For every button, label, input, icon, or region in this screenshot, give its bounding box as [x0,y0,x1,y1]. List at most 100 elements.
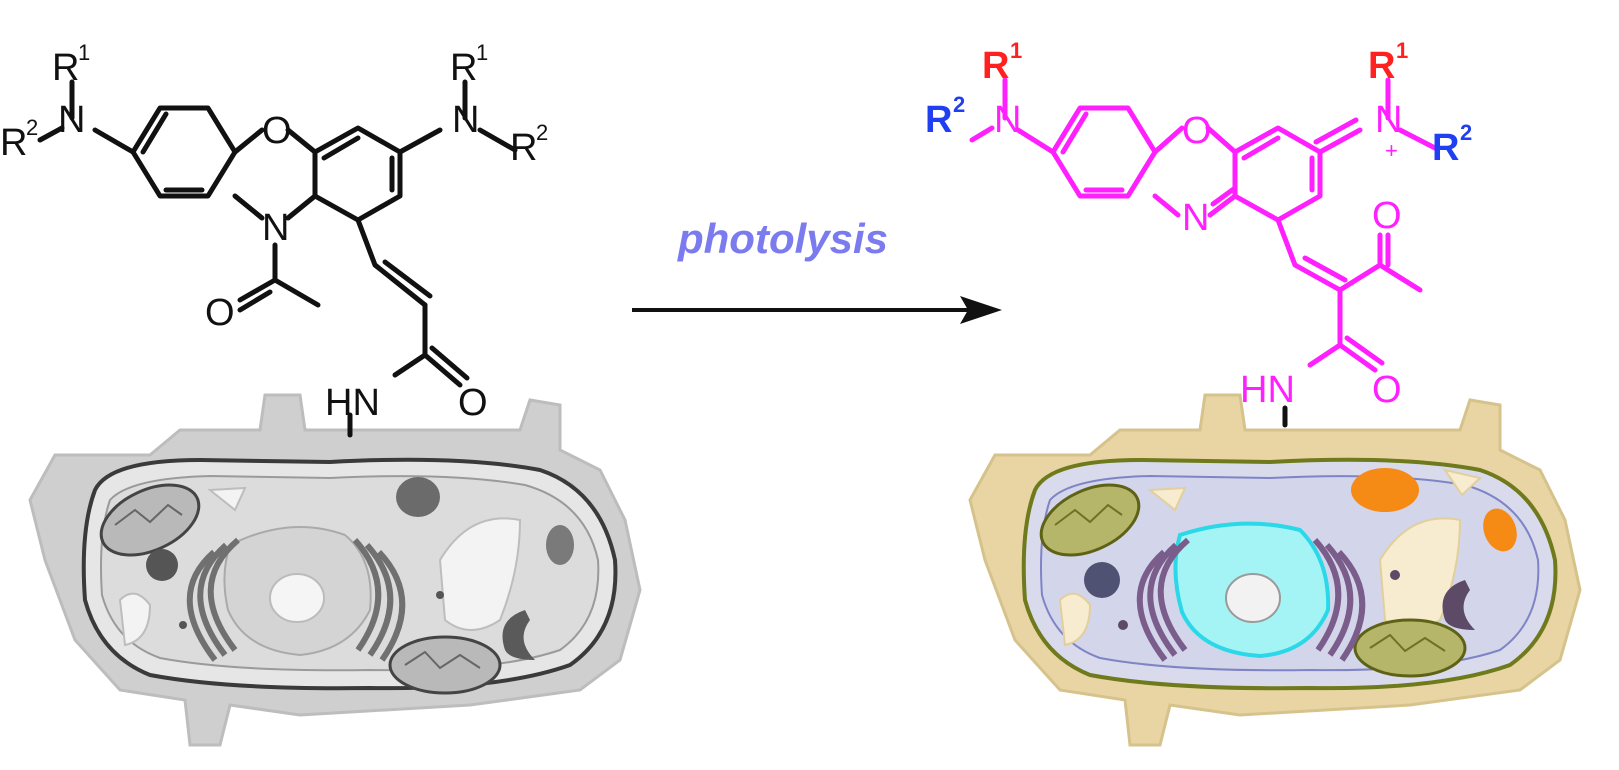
product-vinyl-1 [1275,217,1343,293]
reactant-left-ring [130,105,238,199]
left-vesicle [546,525,574,565]
reactant-left-amine-bond [92,127,136,155]
left-vacuole [438,517,522,631]
right-chloroplast-top-thylakoid [1054,503,1123,526]
product-ketone-oxygen: O [1372,195,1402,237]
product-amide-bond [1307,287,1343,368]
reactant-vinyl-1 [355,217,428,308]
product-right-n: N [1375,99,1402,141]
product-central-double [1210,185,1238,207]
right-cell [968,393,1582,747]
right-nucleolus [1225,573,1281,623]
reactant-left-r1: R [52,47,79,89]
reactant-right-r2-bond [477,127,518,153]
reaction-arrow: photolysis [632,215,1002,324]
reactant-right-r2: R [510,127,537,169]
right-mitochondrion-orange-large [1351,468,1419,512]
reactant-left-r2: R [0,122,27,164]
reactant-vinyl-double [382,259,433,299]
reactant-left-r2-bond [37,125,65,143]
product-left-ring [1050,105,1158,199]
product-ring-oxygen: O [1182,110,1212,152]
left-golgi-left [186,537,240,662]
right-granule-1 [1118,620,1128,630]
reactant-right-r1: R [450,47,477,89]
reactant-right-r2-sup: 2 [536,120,548,145]
left-granule-2 [436,591,444,599]
reactant-amide-oxygen: O [458,382,488,424]
right-mitochondrion-orange-small [1483,508,1517,552]
product-right-r2-sup: 2 [1460,120,1472,145]
left-golgi-right [352,537,406,662]
reactant-molecule [37,79,518,438]
product-right-ring-inner-1 [1241,135,1281,161]
right-golgi-left [1136,537,1190,662]
reactant-carbonyl-bond [392,302,428,378]
product-right-ring [1232,125,1323,223]
right-vacuole-small [1147,486,1187,512]
product-ketone-double [1377,232,1391,268]
reactant-acetyl-double [237,289,273,313]
product-left-r2: R [925,99,952,141]
reactant-left-n: N [58,99,85,141]
product-right-r1: R [1368,45,1395,87]
product-ring-nitrogen: N [1182,197,1209,239]
right-chloroplast-bottom-thylakoid [1369,633,1446,653]
product-right-r1-sup: 1 [1396,38,1408,63]
reactant-carbonyl-double [422,345,470,388]
product-ketone-chain [1337,262,1423,293]
reactant-acetyl-oxygen: O [205,292,235,334]
reactant-right-ring [312,125,403,223]
reactant-right-amine-bond [397,127,443,155]
reactant-right-ring-inner-1 [321,135,361,161]
product-amide-double [1337,335,1385,373]
left-granule-1 [179,621,187,629]
product-amide-hn: HN [1240,369,1295,411]
left-nucleolus [269,573,325,623]
left-lysosome [146,549,178,581]
product-left-r2-sup: 2 [953,92,965,117]
left-chloroplast-top [99,483,201,557]
left-crescent-organelle [502,610,535,660]
product-left-amine-bond [1015,127,1056,155]
right-vacuole-lower [1058,592,1092,647]
product-labels: R 1 N R 2 O N R 1 N + R 2 O O HN [925,38,1472,411]
right-lysosome [1084,562,1120,598]
product-amide-oxygen: O [1372,369,1402,411]
product-left-ring-inner-1 [1060,111,1089,155]
right-chloroplast-top [1039,483,1141,557]
reactant-ring-oxygen: O [262,110,292,152]
product-right-r2-bond [1397,127,1438,151]
reactant-labels: R 1 N R 2 O N R 1 N R 2 O O HN [0,40,548,424]
reactant-left-r2-sup: 2 [26,115,38,140]
left-vacuole-lower [118,592,152,647]
product-left-r1: R [982,45,1009,87]
product-molecule [969,77,1438,428]
reactant-right-n: N [452,99,479,141]
right-crescent-organelle [1442,580,1475,630]
left-mitochondrion [396,477,440,517]
product-vinyl-double [1302,255,1348,283]
left-chloroplast-bottom-thylakoid [404,650,481,670]
reactant-ring-nitrogen: N [262,207,289,249]
reaction-arrow-head [960,296,1002,324]
left-vacuole-small [207,486,247,512]
product-left-r1-sup: 1 [1010,38,1022,63]
right-golgi-right [1312,537,1366,662]
product-left-r2-bond [969,125,995,143]
product-left-n: N [994,99,1021,141]
reaction-condition-label: photolysis [677,215,888,262]
reactant-right-r1-sup: 1 [476,40,488,65]
reactant-acetyl-methyl [272,277,321,308]
product-iminium-double [1313,117,1363,155]
reactant-left-r1-sup: 1 [78,40,90,65]
right-granule-2 [1390,570,1400,580]
right-vacuole-top [1442,468,1483,497]
product-right-r2: R [1432,127,1459,169]
left-cell [28,393,642,747]
reactant-amide-hn: HN [325,382,380,424]
reactant-left-ring-inner-1 [140,111,169,155]
left-chloroplast-top-thylakoid [114,503,183,526]
